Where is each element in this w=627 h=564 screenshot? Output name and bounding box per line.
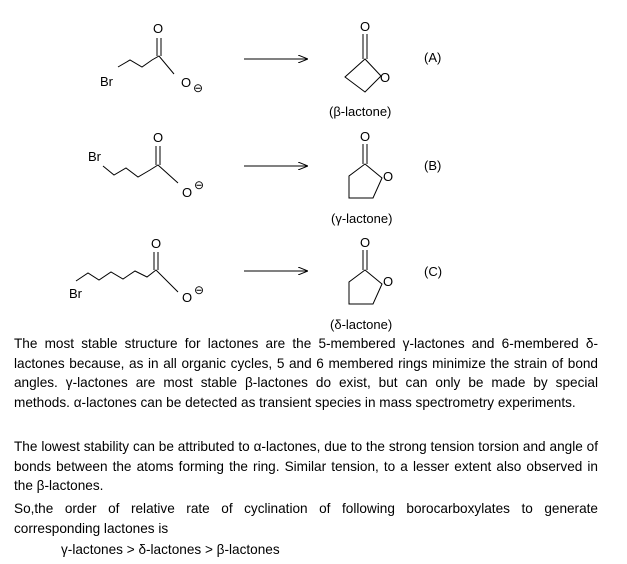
reactant-a: Br O O ⊖ [100,21,203,95]
product-a-beta-lactone: O O (β-lactone) [329,19,391,119]
carbonyl-oxygen-label: O [360,129,370,144]
ring-oxygen-label: O [380,70,390,85]
negative-charge-symbol: ⊖ [194,178,204,192]
reaction-c: Br O O ⊖ O O (δ-lactone) (C) [69,235,442,332]
reactant-b: Br O O ⊖ [88,130,204,200]
carbonyl-oxygen-label: O [153,130,163,145]
negative-charge-symbol: ⊖ [193,81,203,95]
lactone-name-label: (γ-lactone) [331,211,392,226]
ring-oxygen-label: O [383,274,393,289]
carboxylate-oxygen-label: O [182,290,192,305]
lactone-name-label: (δ-lactone) [330,317,392,332]
ring-oxygen-label: O [383,169,393,184]
reaction-label-c: (C) [424,264,442,279]
carbonyl-oxygen-label: O [360,235,370,250]
paragraph-rate-order: So,the order of relative rate of cyclina… [14,501,598,536]
negative-charge-symbol: ⊖ [194,283,204,297]
reaction-scheme: Br O O ⊖ O O (β-lactone) (A) Br O O ⊖ [69,19,442,332]
paragraph-ring-strain: The lowest stability can be attributed t… [14,439,598,494]
reaction-label-a: (A) [424,50,441,65]
product-b-gamma-lactone: O O (γ-lactone) [331,129,393,226]
bromine-atom-label: Br [88,149,102,164]
product-c-delta-lactone: O O (δ-lactone) [330,235,393,332]
bromine-atom-label: Br [100,74,114,89]
carboxylate-oxygen-label: O [182,185,192,200]
lactone-name-label: (β-lactone) [329,104,391,119]
carboxylate-oxygen-label: O [181,75,191,90]
paragraph-stability: The most stable structure for lactones a… [14,336,598,411]
reaction-a: Br O O ⊖ O O (β-lactone) (A) [100,19,441,119]
carbonyl-oxygen-label: O [360,19,370,34]
carbonyl-oxygen-label: O [151,236,161,251]
reactant-c: Br O O ⊖ [69,236,204,305]
rate-order-result: γ-lactones > δ-lactones > β-lactones [61,542,280,557]
reaction-label-b: (B) [424,158,441,173]
reaction-b: Br O O ⊖ O O (γ-lactone) (B) [88,129,441,226]
carbonyl-oxygen-label: O [153,21,163,36]
bromine-atom-label: Br [69,286,83,301]
